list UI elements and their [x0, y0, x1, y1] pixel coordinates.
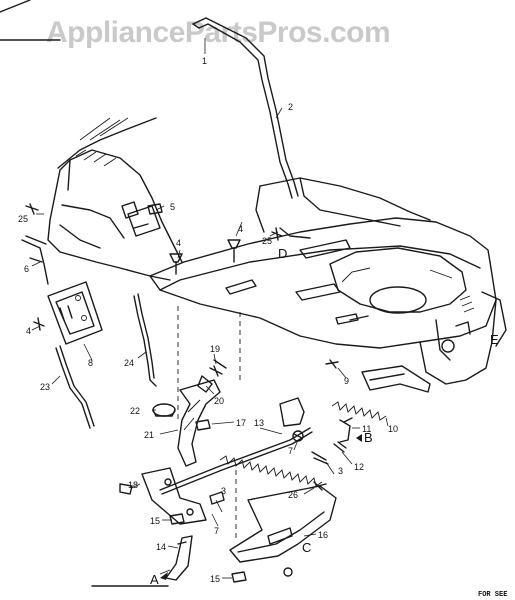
part-bolt-19-20	[197, 359, 227, 393]
part-label-14: 14	[156, 542, 166, 552]
part-pin-3	[209, 451, 329, 505]
part-spacer-22	[152, 403, 176, 417]
part-number-labels: 1 2 3 3 4 4 4 5 6 7 7 8 9 10 11 12 13 14…	[18, 56, 398, 584]
part-label-4c: 4	[26, 326, 31, 336]
part-plate-16	[229, 485, 337, 577]
ref-arrow-a	[160, 572, 168, 580]
part-label-15b: 15	[210, 574, 220, 584]
part-label-19: 19	[210, 344, 220, 354]
part-label-20: 20	[214, 396, 224, 406]
ref-letter-a: A	[150, 572, 159, 587]
ref-letter-b: B	[364, 430, 373, 445]
leader-lines	[31, 38, 389, 579]
part-rod-13	[159, 427, 313, 495]
part-label-24: 24	[124, 358, 134, 368]
part-label-11: 11	[362, 424, 371, 434]
part-arm-21	[177, 379, 221, 467]
part-bolt-26	[309, 481, 327, 491]
part-label-9: 9	[344, 376, 349, 386]
part-label-12: 12	[354, 462, 364, 472]
part-label-5: 5	[170, 202, 175, 212]
part-label-21: 21	[144, 430, 154, 440]
part-rod-2	[192, 17, 299, 199]
chassis-frame	[47, 117, 507, 540]
part-label-8: 8	[88, 358, 93, 368]
part-bracket-18	[119, 467, 207, 525]
corner-line-diag	[0, 0, 31, 13]
part-label-4: 4	[238, 224, 243, 234]
part-rod-23	[55, 345, 95, 429]
ref-arrow-b	[356, 434, 362, 442]
ref-letter-c: C	[302, 540, 311, 555]
part-label-13: 13	[254, 418, 264, 428]
part-label-18: 18	[128, 480, 138, 490]
part-nut-17	[195, 419, 211, 431]
part-label-7b: 7	[214, 526, 219, 536]
part-nut-15	[169, 513, 247, 583]
part-label-4b: 4	[176, 238, 181, 248]
part-label-17: 17	[236, 418, 246, 428]
part-rod-6	[21, 235, 49, 285]
part-label-3: 3	[338, 466, 343, 476]
ref-letter-e: E	[490, 332, 499, 347]
watermark-text: AppliancePartsPros.com	[46, 16, 391, 49]
part-label-6: 6	[24, 264, 29, 274]
ref-letter-d: D	[278, 246, 287, 261]
part-label-26: 26	[288, 490, 298, 500]
part-label-25: 25	[18, 214, 28, 224]
part-rod-24	[133, 293, 157, 387]
part-label-1: 1	[202, 56, 207, 66]
part-label-16: 16	[318, 530, 328, 540]
part-clip-11	[339, 417, 353, 443]
part-bolt-9	[325, 359, 339, 369]
part-spring-10	[331, 401, 387, 421]
reference-letters: A B C D E	[150, 246, 499, 587]
part-plate-8	[47, 281, 103, 345]
footer-note: FOR SEE	[478, 591, 507, 599]
part-label-22: 22	[130, 406, 140, 416]
part-spring-13	[219, 455, 323, 487]
part-label-15: 15	[150, 516, 160, 526]
part-label-10: 10	[388, 424, 398, 434]
part-bolt-25	[25, 203, 283, 241]
part-label-23: 23	[40, 382, 50, 392]
part-label-3b: 3	[221, 486, 226, 496]
part-label-25b: 25	[262, 236, 272, 246]
part-arm-14	[165, 535, 193, 581]
part-fastener-4-5	[33, 203, 241, 331]
part-label-2: 2	[288, 102, 293, 112]
part-label-7: 7	[288, 446, 293, 456]
part-pin-12	[333, 441, 347, 453]
